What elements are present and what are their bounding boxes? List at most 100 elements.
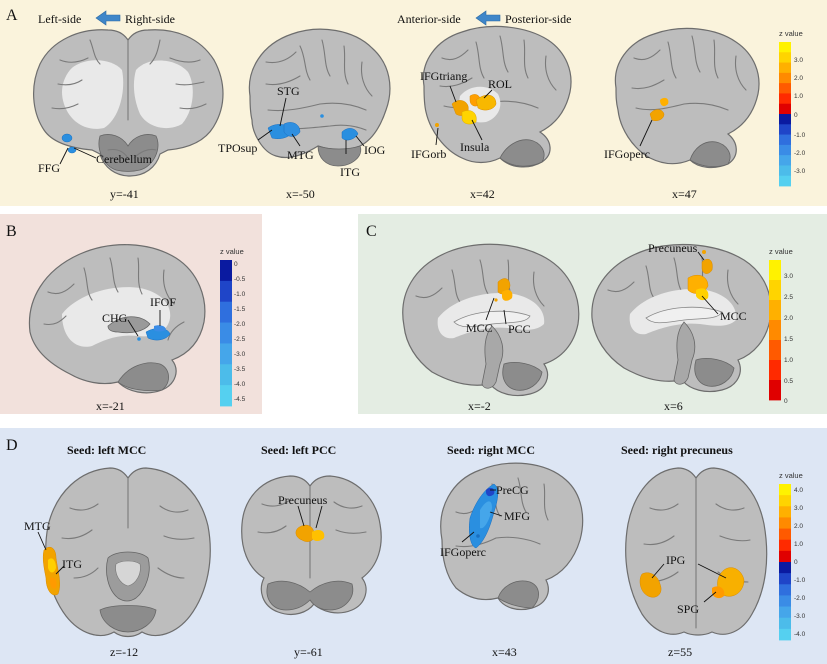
label-stg: STG [277, 84, 300, 98]
colorbar-c-tick: 2.0 [784, 315, 793, 322]
colorbar-swatch [220, 343, 232, 365]
colorbar-swatch [779, 528, 791, 541]
colorbar-b-tick: -3.0 [234, 351, 246, 358]
brain-slice-sagittal-left [248, 28, 391, 167]
colorbar-c-title: z value [769, 247, 793, 256]
colorbar-d-tick: -1.0 [794, 577, 806, 584]
label-precuneus-c: Precuneus [648, 241, 698, 255]
colorbar-swatch [220, 364, 232, 386]
colorbar-d-tick: -3.0 [794, 613, 806, 620]
label-ifgoperc-d: IFGoperc [440, 545, 486, 559]
colorbar-d-title: z value [779, 471, 803, 480]
colorbar-swatch [779, 595, 791, 607]
colorbar-a-tick: -2.0 [794, 150, 806, 157]
colorbar-swatch [779, 52, 791, 63]
colorbar-a-title: z value [779, 29, 803, 38]
panel-d-figure: D Seed: left MCC Seed: left PCC Seed: ri… [6, 437, 806, 659]
colorbar-swatch [769, 380, 781, 401]
colorbar-b-tick: 0 [234, 261, 238, 268]
label-spg: SPG [677, 602, 699, 616]
coord-d1: z=-12 [110, 645, 138, 659]
colorbar-c-tick: 0 [784, 398, 788, 405]
colorbar-swatch [779, 134, 791, 146]
colorbar-swatch [220, 301, 232, 323]
colorbar-swatch [779, 83, 791, 94]
coord-a3: x=42 [470, 187, 495, 201]
colorbar-swatch [779, 93, 791, 105]
label-mtg-d: MTG [24, 519, 51, 533]
colorbar-d: z value 4.0 3.0 2.0 1.0 0 -1.0 -2.0 -3.0… [779, 471, 806, 641]
brain-slice-sagittal-right [422, 25, 572, 168]
coord-a4: x=47 [672, 187, 697, 201]
colorbar-swatch [779, 124, 791, 135]
brain-slice-sagittal-d [440, 462, 584, 611]
coord-c2: x=6 [664, 399, 683, 413]
label-chg: CHG [102, 311, 128, 325]
colorbar-b-tick: -2.5 [234, 336, 246, 343]
colorbar-d-tick: 4.0 [794, 487, 803, 494]
coord-d4: z=55 [668, 645, 692, 659]
seed-title-4: Seed: right precuneus [621, 443, 733, 457]
coord-a1: y=-41 [110, 187, 139, 201]
colorbar-swatch [769, 360, 781, 381]
coord-d2: y=-61 [294, 645, 323, 659]
label-cerebellum: Cerebellum [96, 152, 153, 166]
direction-left-label: Left-side [38, 12, 81, 26]
colorbar-d-tick: 0 [794, 559, 798, 566]
brain-slice-coronal [33, 29, 224, 177]
colorbar-swatch [779, 517, 791, 529]
colorbar-swatch [779, 550, 791, 563]
colorbar-d-tick: -2.0 [794, 595, 806, 602]
panel-a-letter: A [6, 7, 18, 24]
colorbar-c-tick: 0.5 [784, 378, 793, 385]
colorbar-swatch [779, 573, 791, 585]
colorbar-a-tick: 2.0 [794, 75, 803, 82]
label-ifof: IFOF [150, 295, 176, 309]
direction-right-label: Right-side [125, 12, 175, 26]
label-insula: Insula [460, 140, 490, 154]
colorbar-swatch [779, 562, 791, 574]
colorbar-swatch [769, 340, 781, 361]
label-ffg: FFG [38, 161, 60, 175]
coord-b: x=-21 [96, 399, 125, 413]
colorbar-a-tick: -3.0 [794, 168, 806, 175]
colorbar-swatch [779, 144, 791, 156]
label-pcc: PCC [508, 322, 531, 336]
colorbar-swatch [220, 260, 232, 282]
seed-title-1: Seed: left MCC [67, 443, 146, 457]
colorbar-a-tick: 1.0 [794, 93, 803, 100]
panel-c-letter: C [366, 223, 377, 240]
seed-title-3: Seed: right MCC [447, 443, 535, 457]
colorbar-b-tick: -1.0 [234, 291, 246, 298]
brain-slice-axial-upper [625, 467, 768, 636]
coord-d3: x=43 [492, 645, 517, 659]
label-tposup: TPOsup [218, 141, 257, 155]
direction-arrow-icon [95, 10, 121, 26]
colorbar-swatch [779, 114, 791, 125]
label-itg: ITG [340, 165, 360, 179]
colorbar-swatch [779, 62, 791, 74]
panel-a: A Left-side Right-side Anterior-side Pos… [0, 0, 827, 206]
label-iog: IOG [364, 143, 386, 157]
brain-slice-coronal-posterior [241, 475, 382, 616]
colorbar-b-tick: -1.5 [234, 306, 246, 313]
label-ipg: IPG [666, 553, 686, 567]
label-ifgorb: IFGorb [411, 147, 446, 161]
colorbar-swatch [220, 385, 232, 407]
colorbar-swatch [769, 320, 781, 341]
colorbar-c-tick: 1.5 [784, 336, 793, 343]
panel-c: C MCC PCC x=-2 Precuneus MCC x=6 z value… [358, 214, 827, 414]
label-ifgoperc-a: IFGoperc [604, 147, 650, 161]
colorbar-d-tick: 2.0 [794, 523, 803, 530]
panel-c-figure: C MCC PCC x=-2 Precuneus MCC x=6 z value… [366, 223, 793, 413]
colorbar-swatch [779, 165, 791, 177]
colorbar-d-tick: 3.0 [794, 505, 803, 512]
colorbar-b-tick: -0.5 [234, 276, 246, 283]
label-mfg: MFG [504, 509, 530, 523]
label-precg: PreCG [496, 483, 529, 497]
colorbar-swatch [779, 495, 791, 507]
colorbar-swatch [220, 322, 232, 344]
direction-arrow-icon [475, 10, 501, 26]
colorbar-b-tick: -2.0 [234, 321, 246, 328]
direction-posterior-label: Posterior-side [505, 12, 571, 26]
